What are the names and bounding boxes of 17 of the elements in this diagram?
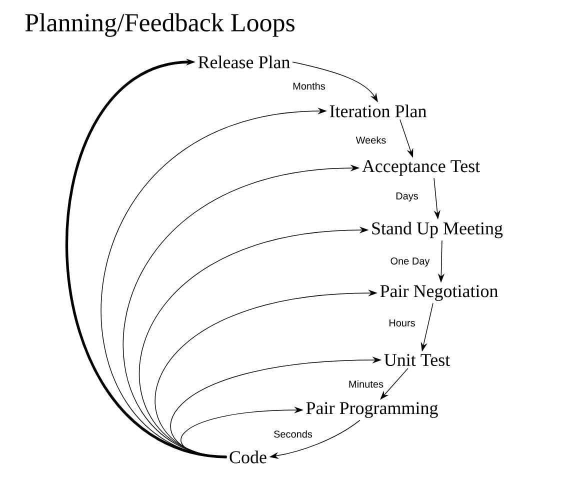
edge-label: Seconds [272,430,314,438]
step-label: Iteration Plan [330,104,426,118]
step-label: Stand Up Meeting [372,222,503,238]
feedback-arrow [66,58,227,458]
step-label: Acceptance Test [362,160,480,176]
edge-label: Weeks [355,136,387,144]
edge-label: Minutes [348,380,384,388]
edge-label: Days [394,192,420,202]
step-label: Unit Test [384,354,450,366]
edge-label: Months [292,82,326,90]
title: Planning/Feedback Loops [25,13,294,37]
step-label: Pair Programming [306,402,438,418]
edge-label: Hours [388,318,416,328]
step-label: Release Plan [198,56,290,68]
edge-label: One Day [390,256,430,268]
step-label: Code [230,450,266,464]
step-label: Pair Negotiation [380,285,498,301]
